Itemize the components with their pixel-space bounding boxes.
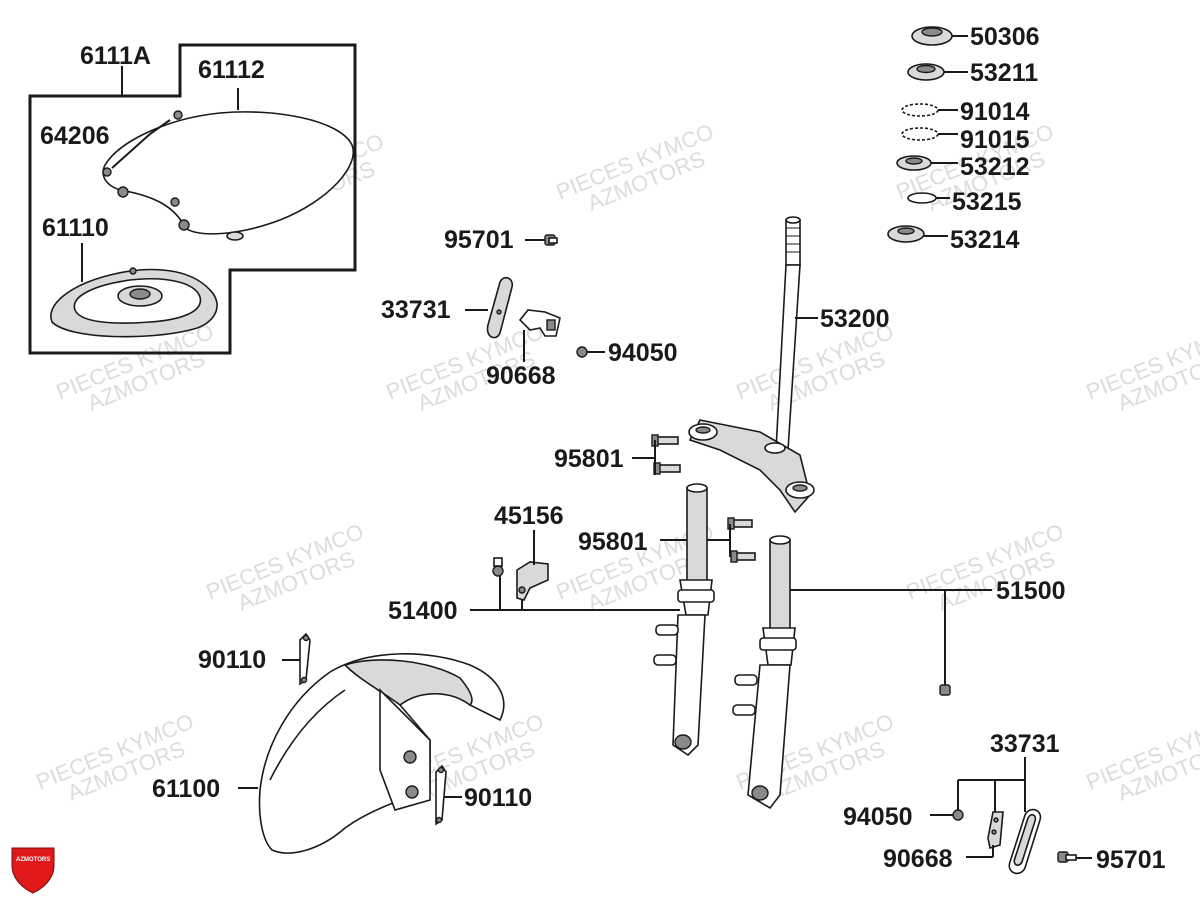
clip-part (299, 632, 311, 686)
bolt-part (939, 684, 951, 696)
fork-left-part (653, 483, 715, 757)
label-53215: 53215 (952, 188, 1022, 216)
label-94050-left: 94050 (608, 339, 678, 367)
label-95701-top: 95701 (444, 226, 514, 254)
bracket-part (987, 811, 1004, 850)
bracket-part (518, 309, 561, 337)
bearing-part (901, 127, 939, 141)
lock-nut-part (907, 63, 945, 81)
label-90668-left: 90668 (486, 362, 556, 390)
label-61112: 61112 (198, 56, 265, 84)
label-51400: 51400 (388, 597, 458, 625)
clip-part (435, 764, 447, 826)
top-nut-part (911, 26, 953, 46)
reflector-part (486, 276, 514, 339)
bolt-part (727, 517, 756, 563)
leader-line (149, 119, 171, 135)
steering-stem-part (775, 216, 801, 451)
label-50306: 50306 (970, 23, 1040, 51)
label-53214: 53214 (950, 226, 1020, 254)
label-94050-right: 94050 (843, 803, 913, 831)
logo-text: AZMOTORS (16, 857, 50, 863)
seat-pan-part (50, 267, 218, 338)
fork-right-part (732, 535, 797, 810)
label-53200: 53200 (820, 305, 890, 333)
bearing-part (901, 103, 939, 117)
label-90668-right: 90668 (883, 845, 953, 873)
label-51500: 51500 (996, 577, 1066, 605)
label-6111A: 6111A (80, 42, 151, 70)
azmotors-logo: AZMOTORS (11, 847, 55, 894)
bolt-part (1057, 851, 1077, 863)
bolt-part (651, 434, 681, 475)
logo-shield (11, 847, 55, 894)
label-33731-left: 33731 (381, 296, 451, 324)
leader-line (111, 133, 151, 169)
label-61100: 61100 (152, 775, 220, 803)
label-61110: 61110 (42, 214, 109, 242)
reflector-part (1008, 808, 1042, 875)
nut-part (952, 809, 964, 821)
nut-part (492, 557, 504, 577)
seat-cover-part (102, 110, 355, 241)
label-95701-bottom: 95701 (1096, 846, 1166, 874)
hose-clip-part (516, 561, 549, 601)
nut-part (576, 346, 588, 358)
label-45156: 45156 (494, 502, 564, 530)
label-33731-right: 33731 (990, 730, 1060, 758)
bolt-part (544, 234, 558, 246)
label-90110-lower: 90110 (464, 784, 532, 812)
label-64206: 64206 (40, 122, 110, 150)
label-95801-upper: 95801 (554, 445, 624, 473)
part-labels: 6111A 61112 64206 61110 95701 33731 9066… (40, 23, 1166, 874)
triple-clamp-part (688, 419, 815, 514)
group-box-outline (28, 43, 357, 355)
race-part (896, 155, 932, 171)
washer-part (907, 192, 937, 204)
label-91015: 91015 (960, 126, 1030, 154)
front-fender-part (258, 653, 505, 854)
label-95801-lower: 95801 (578, 528, 648, 556)
label-53211: 53211 (970, 59, 1038, 87)
race-part (887, 225, 925, 243)
label-91014: 91014 (960, 98, 1030, 126)
label-53212: 53212 (960, 153, 1030, 181)
label-90110-upper: 90110 (198, 646, 266, 674)
